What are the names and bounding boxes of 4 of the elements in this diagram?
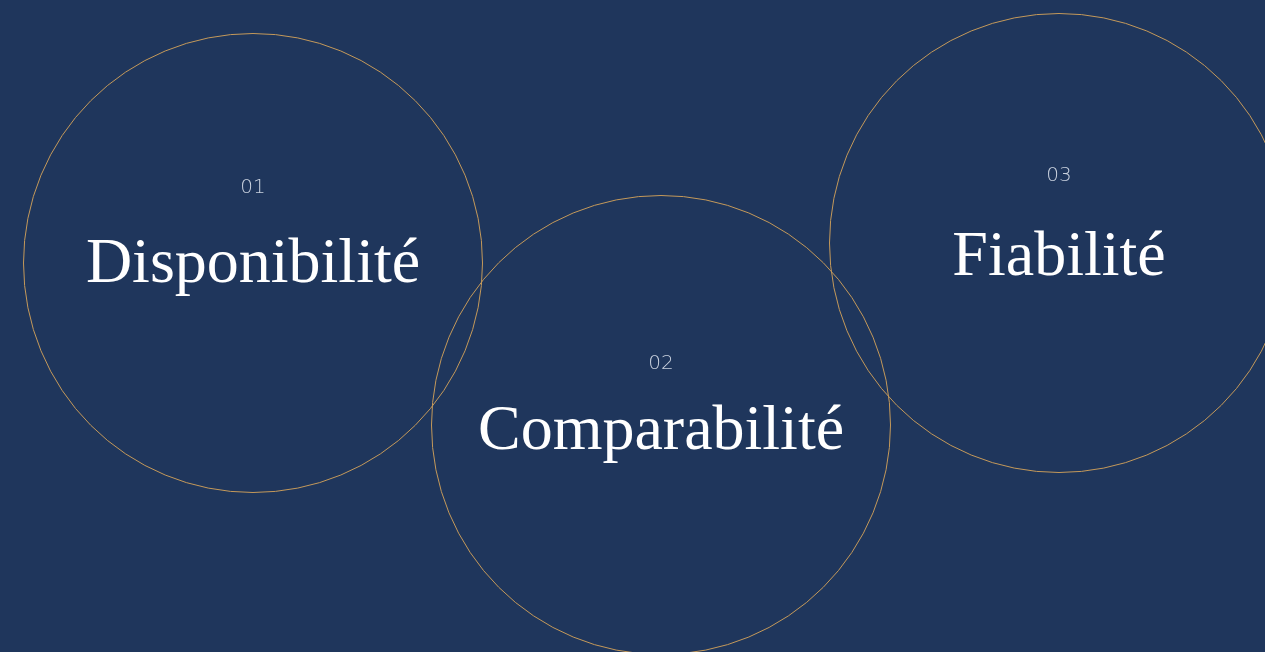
step-number: 02 bbox=[648, 350, 674, 374]
step-number: 03 bbox=[1046, 162, 1072, 186]
step-number: 01 bbox=[240, 174, 266, 198]
heading-text: Fiabilité bbox=[952, 222, 1166, 286]
